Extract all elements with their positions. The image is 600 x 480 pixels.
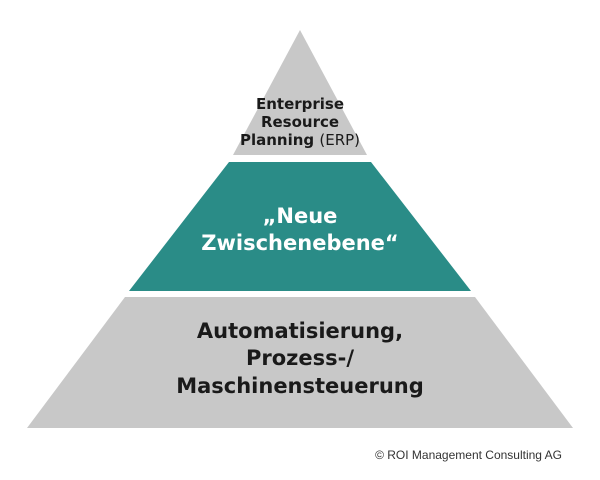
level-top-line-3-bold: Planning [239,131,320,149]
level-middle-line-2: Zwischenebene“ [201,231,399,256]
pyramid-level-middle [129,162,471,291]
level-top-line-3: Planning (ERP) [0,131,600,149]
level-bottom-line-3: Maschinensteuerung [176,373,424,398]
pyramid-level-bottom [27,297,573,428]
level-bottom-label: Automatisierung, Prozess-/ Maschinensteu… [0,318,600,400]
pyramid-level-top [233,30,367,155]
level-top-line-3-normal: (ERP) [319,131,361,149]
copyright-notice: © ROI Management Consulting AG [375,448,562,462]
level-top-label: Enterprise Resource Planning (ERP) [0,95,600,149]
level-bottom-line-2: Prozess-/ [245,346,355,371]
level-top-line-2: Resource [260,113,340,131]
level-middle-line-1: „Neue [262,204,338,228]
level-top-line-1: Enterprise [255,95,345,113]
level-middle-label: „Neue Zwischenebene“ [0,203,600,258]
level-bottom-line-1: Automatisierung, [196,319,404,343]
